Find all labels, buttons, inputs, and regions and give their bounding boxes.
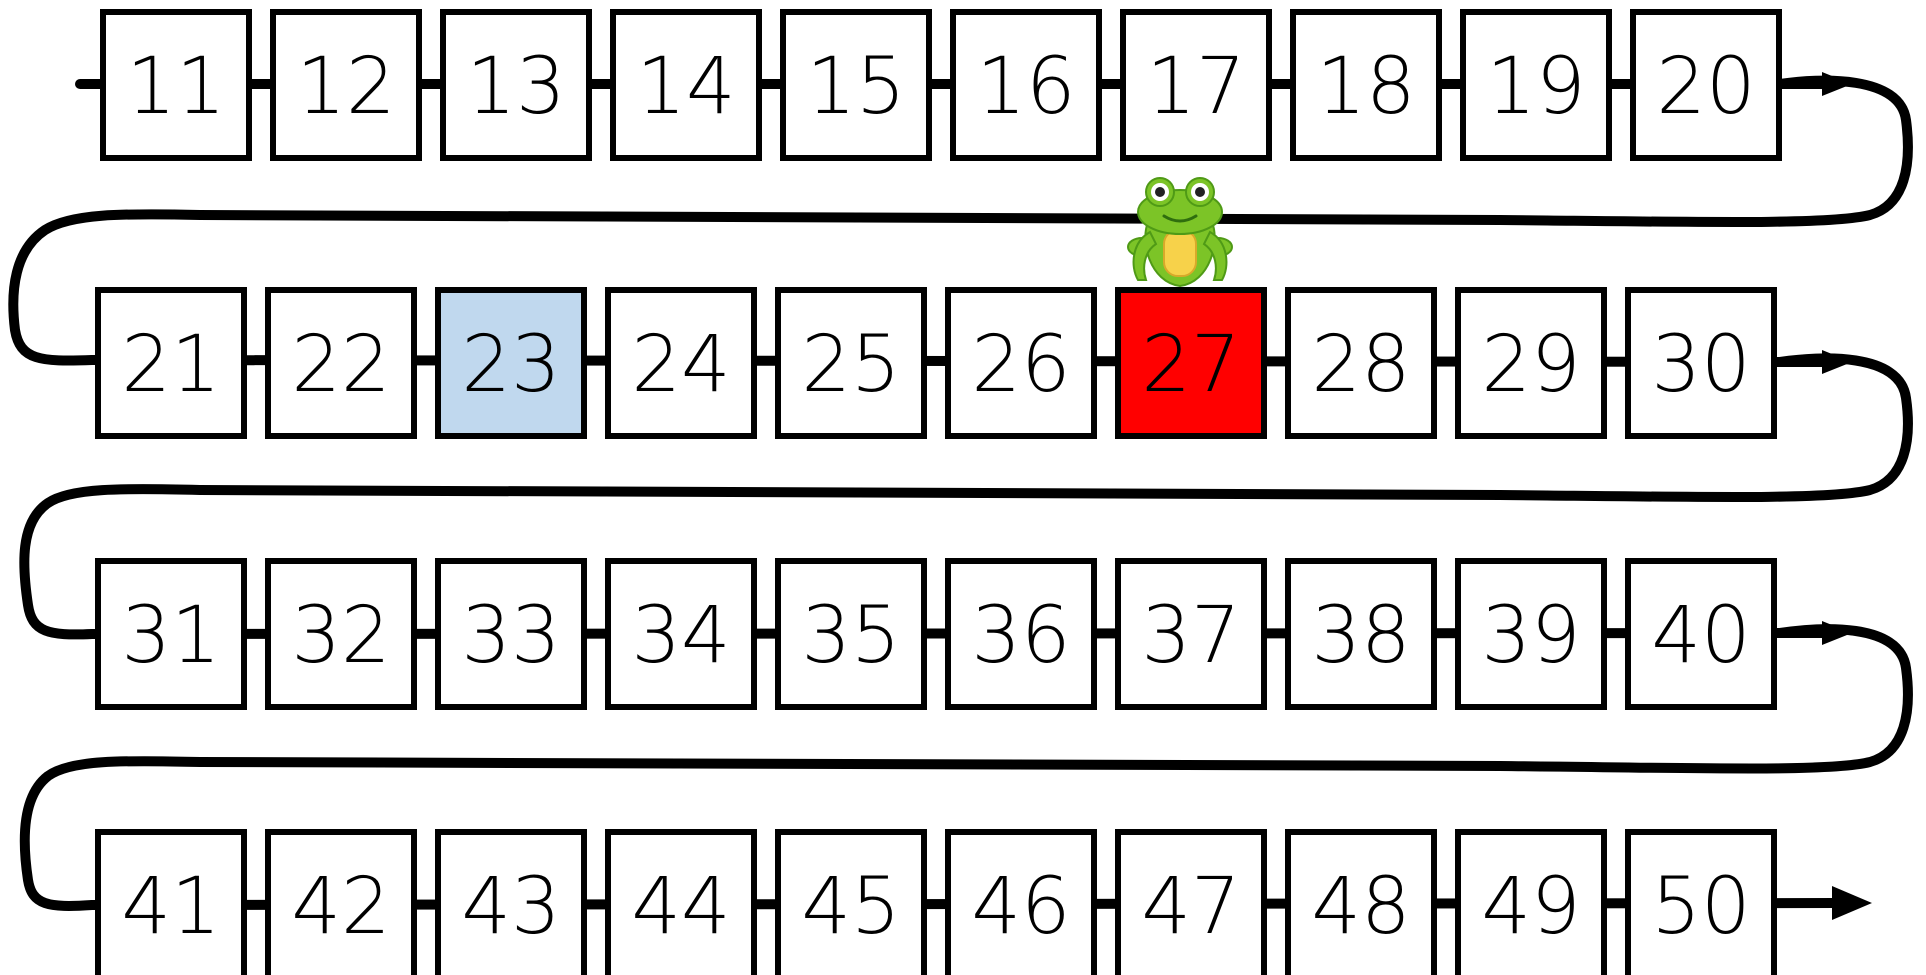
number-cell-14: 14 [613,12,759,158]
number-cell-23: 23 [438,290,584,436]
cell-number: 50 [1651,862,1750,952]
number-cell-49: 49 [1458,832,1604,975]
number-cell-30: 30 [1628,290,1774,436]
number-cell-35: 35 [778,561,924,707]
cell-number: 39 [1481,591,1580,681]
number-cell-48: 48 [1288,832,1434,975]
cell-number: 14 [636,42,735,132]
number-cell-28: 28 [1288,290,1434,436]
number-cell-26: 26 [948,290,1094,436]
number-cell-45: 45 [778,832,924,975]
cell-number: 44 [631,862,730,952]
number-cell-12: 12 [273,12,419,158]
number-cell-43: 43 [438,832,584,975]
number-cell-40: 40 [1628,561,1774,707]
cell-number: 42 [291,862,390,952]
cell-number: 31 [121,591,220,681]
cell-number: 28 [1311,320,1410,410]
cell-number: 32 [291,591,390,681]
cell-number: 25 [801,320,900,410]
cell-number: 16 [976,42,1075,132]
number-cell-31: 31 [98,561,244,707]
cell-number: 41 [121,862,220,952]
cell-number: 13 [466,42,565,132]
number-cell-21: 21 [98,290,244,436]
number-cell-18: 18 [1293,12,1439,158]
number-cell-34: 34 [608,561,754,707]
frog-icon [1128,178,1232,286]
cell-number: 18 [1316,42,1415,132]
number-cell-19: 19 [1463,12,1609,158]
arrow-right-icon [1832,886,1872,920]
cell-number: 35 [801,591,900,681]
arrow-right-icon [1822,72,1852,96]
number-cell-38: 38 [1288,561,1434,707]
cell-number: 19 [1486,42,1585,132]
cell-number: 40 [1651,591,1750,681]
cell-number: 48 [1311,862,1410,952]
number-cell-33: 33 [438,561,584,707]
number-cell-22: 22 [268,290,414,436]
cell-number: 21 [121,320,220,410]
number-cell-46: 46 [948,832,1094,975]
number-cell-29: 29 [1458,290,1604,436]
cell-number: 22 [291,320,390,410]
number-cell-39: 39 [1458,561,1604,707]
cell-number: 47 [1141,862,1240,952]
cell-number: 29 [1481,320,1580,410]
cell-number: 26 [971,320,1070,410]
number-cell-13: 13 [443,12,589,158]
cell-number: 49 [1481,862,1580,952]
number-cell-37: 37 [1118,561,1264,707]
cell-number: 24 [631,320,730,410]
number-cell-36: 36 [948,561,1094,707]
cell-number: 45 [801,862,900,952]
cell-number: 11 [126,42,225,132]
number-cell-17: 17 [1123,12,1269,158]
cell-number: 17 [1146,42,1245,132]
winding-path [13,72,1908,920]
cell-number: 34 [631,591,730,681]
number-cell-50: 50 [1628,832,1774,975]
number-cell-16: 16 [953,12,1099,158]
number-cell-25: 25 [778,290,924,436]
cell-number: 23 [461,320,560,410]
cell-number: 20 [1656,42,1755,132]
cell-number: 30 [1651,320,1750,410]
cell-number: 12 [296,42,395,132]
number-cell-27: 27 [1118,290,1264,436]
number-cell-15: 15 [783,12,929,158]
cell-number: 43 [461,862,560,952]
cell-number: 15 [806,42,905,132]
cell-number: 46 [971,862,1070,952]
cell-number: 38 [1311,591,1410,681]
number-cell-41: 41 [98,832,244,975]
cell-number: 27 [1141,320,1240,410]
number-cell-47: 47 [1118,832,1264,975]
cell-number: 33 [461,591,560,681]
cell-number: 36 [971,591,1070,681]
cell-number: 37 [1141,591,1240,681]
number-cell-44: 44 [608,832,754,975]
number-cell-42: 42 [268,832,414,975]
number-cell-11: 11 [103,12,249,158]
number-cell-20: 20 [1633,12,1779,158]
number-cell-24: 24 [608,290,754,436]
number-cell-32: 32 [268,561,414,707]
